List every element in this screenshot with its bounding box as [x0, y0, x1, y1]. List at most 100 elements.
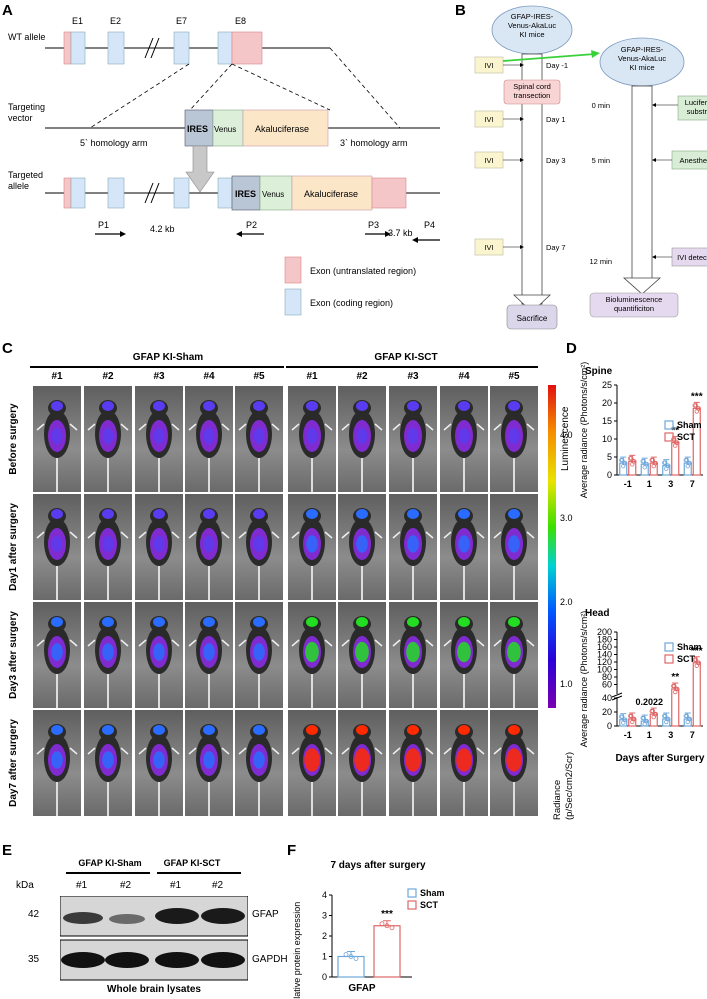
ivi-day1: IVI Day 1 [474, 110, 566, 128]
svg-text:Day7 after surgery: Day7 after surgery [8, 719, 19, 807]
mouse-image [235, 710, 283, 816]
svg-text:IVI: IVI [484, 61, 493, 70]
y-axis-label: Average radiance (Photons/s/cm²) [579, 611, 589, 747]
row-label: Day3 after surgery [8, 611, 19, 699]
significance-label: ** [671, 426, 679, 437]
colorbar-unit: Radiance(p/Sec/cm2/Scr) [552, 752, 575, 820]
row-label: Day1 after surgery [8, 503, 19, 591]
data-point [674, 440, 679, 445]
mouse-image [490, 710, 538, 816]
mouse-image [33, 386, 81, 492]
colorbar-tick-1: 1.0 [560, 679, 573, 689]
y-tick-label: 180 [597, 635, 612, 645]
svg-text:Before surgery: Before surgery [8, 403, 19, 475]
targeted-venus-label: Venus [262, 190, 284, 199]
x-tick-label: 3 [668, 730, 673, 740]
column-header: #5 [253, 371, 265, 382]
mouse-image [389, 386, 437, 492]
panel-letter-b: B [455, 2, 466, 19]
column-header: #3 [153, 371, 165, 382]
data-point [650, 708, 655, 714]
data-point [629, 713, 634, 719]
y-tick-label: 160 [597, 642, 612, 652]
data-point [665, 463, 670, 468]
x-tick-label: GFAP [348, 983, 376, 994]
y-tick-label: 20 [602, 398, 612, 408]
mouse-image [185, 386, 233, 492]
mouse-image [135, 386, 183, 492]
data-point [693, 403, 698, 408]
data-point [643, 461, 648, 467]
svg-text:Day1 after surgery: Day1 after surgery [8, 503, 19, 591]
mouse-image [288, 602, 336, 708]
legend-swatch [664, 420, 674, 430]
data-point [343, 952, 349, 957]
panel-letter-e: E [2, 842, 13, 859]
group-sham-header: GFAP KI-Sham [132, 352, 204, 363]
y-tick-label: 60 [602, 680, 612, 690]
data-point [652, 460, 657, 466]
x-tick-label: 1 [647, 479, 652, 489]
y-tick-label: 25 [602, 380, 612, 390]
column-header: #4 [458, 371, 470, 382]
time-12-label: 12 min [589, 257, 612, 266]
data-point [631, 459, 636, 464]
band-gfap-label: GFAP [252, 909, 279, 920]
targeted-ires-label: IRES [235, 189, 256, 199]
colorbar-tick-2: 2.0 [560, 597, 573, 607]
legend-label: SCT [420, 900, 439, 910]
mouse-image [389, 602, 437, 708]
ivi-detection-label: IVI detection [677, 253, 707, 262]
bar [692, 662, 701, 727]
svg-text:Day 7: Day 7 [546, 243, 566, 252]
data-point [641, 715, 646, 721]
mouse-image [288, 386, 336, 492]
y-tick-label: 15 [602, 416, 612, 426]
legend-swatch [664, 654, 674, 664]
legend-label: Sham [420, 888, 445, 898]
column-header: #2 [356, 371, 368, 382]
lane-2-label: #2 [120, 880, 132, 891]
legend-label: Sham [677, 642, 702, 652]
svg-text:Day 1: Day 1 [546, 115, 566, 124]
column-header: #1 [51, 371, 63, 382]
ivi-day3: IVI Day 3 [474, 151, 566, 169]
group-sct-bar [286, 366, 538, 368]
row-label: Before surgery [8, 403, 19, 475]
band-gapdh-label: GAPDH [252, 954, 288, 965]
column-header: #4 [203, 371, 215, 382]
bar [373, 925, 401, 978]
x-axis-label: Days after Surgery [616, 753, 705, 764]
blot-sham-header: GFAP KI-Sham [78, 858, 142, 868]
mouse-image [235, 602, 283, 708]
y-tick-label: 140 [597, 650, 612, 660]
chart-title: Head [585, 608, 609, 619]
y-tick-label: 2 [322, 931, 327, 941]
column-header: #2 [102, 371, 114, 382]
lane-3-label: #1 [170, 880, 182, 891]
data-point [622, 460, 627, 466]
luminescence-colorbar [548, 385, 556, 708]
data-point [665, 716, 670, 722]
mouse-image [84, 602, 132, 708]
panel-letter-d: D [566, 340, 577, 357]
axis-break-mark [611, 695, 623, 701]
data-point [686, 460, 691, 466]
data-point [674, 686, 679, 692]
data-point [641, 458, 646, 464]
mouse-image [490, 494, 538, 600]
svg-text:Radiance(p/Sec/cm2/Scr): Radiance(p/Sec/cm2/Scr) [552, 752, 575, 820]
lane-1-label: #1 [76, 880, 88, 891]
size-37kb-label: 3.7 kb [388, 228, 413, 238]
group-sham-bar [30, 366, 284, 368]
ivi-day7: IVI Day 7 [474, 238, 566, 256]
y-tick-label: 3 [322, 911, 327, 921]
data-point [652, 711, 657, 717]
svg-text:Day -1: Day -1 [546, 61, 568, 70]
data-point [348, 954, 354, 959]
data-point [620, 457, 625, 463]
